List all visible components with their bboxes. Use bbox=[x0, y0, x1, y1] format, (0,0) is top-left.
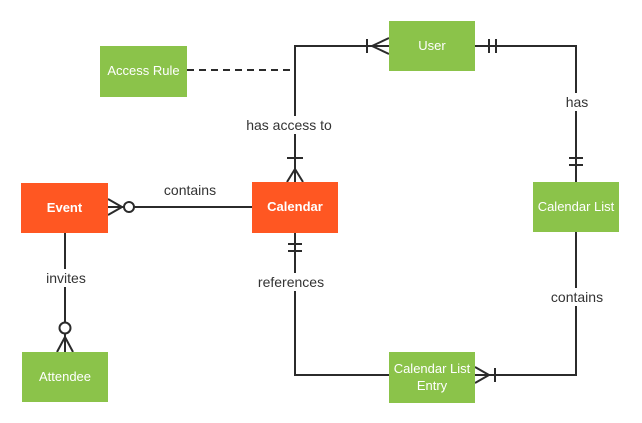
relationship-label-contains-list-entry: contains bbox=[547, 288, 607, 306]
entity-access-rule: Access Rule bbox=[100, 46, 187, 97]
connector-contains-list-entry bbox=[474, 232, 577, 384]
relationship-label-references: references bbox=[254, 273, 328, 291]
entity-label: Calendar List bbox=[537, 198, 615, 214]
cardinality-exactly-one-icon bbox=[288, 243, 302, 252]
entity-label: Calendar List Entry bbox=[393, 361, 471, 393]
crowfoot-zero-or-many-icon bbox=[56, 321, 74, 353]
cardinality-exactly-one-icon bbox=[488, 39, 497, 53]
entity-calendar-list-entry: Calendar List Entry bbox=[389, 352, 475, 403]
cardinality-exactly-one-icon bbox=[569, 157, 583, 166]
entity-calendar: Calendar bbox=[252, 182, 338, 233]
relationship-label-contains-event-calendar: contains bbox=[163, 182, 217, 198]
crowfoot-one-or-many-icon bbox=[366, 37, 390, 55]
entity-event: Event bbox=[21, 183, 108, 233]
entity-label: User bbox=[418, 37, 446, 53]
entity-attendee: Attendee bbox=[22, 352, 108, 402]
crowfoot-one-or-many-icon bbox=[286, 157, 304, 183]
entity-user: User bbox=[389, 21, 475, 71]
relationship-label-has-access-to: has access to bbox=[243, 116, 335, 134]
connector-references bbox=[288, 233, 389, 376]
connector-invites bbox=[56, 233, 74, 353]
connector-has bbox=[475, 39, 583, 182]
relationship-label-invites: invites bbox=[43, 269, 89, 287]
entity-label: Attendee bbox=[38, 368, 92, 384]
relationship-label-has: has bbox=[562, 93, 592, 111]
crowfoot-one-or-many-icon bbox=[474, 366, 496, 384]
entity-label: Calendar bbox=[267, 199, 323, 215]
entity-label: Access Rule bbox=[107, 63, 180, 79]
connector-contains-event-calendar bbox=[107, 198, 252, 216]
entity-calendar-list: Calendar List bbox=[533, 182, 619, 232]
entity-label: Event bbox=[46, 199, 83, 215]
connector-has-access-to bbox=[286, 37, 390, 183]
crowfoot-zero-or-many-icon bbox=[107, 198, 135, 216]
